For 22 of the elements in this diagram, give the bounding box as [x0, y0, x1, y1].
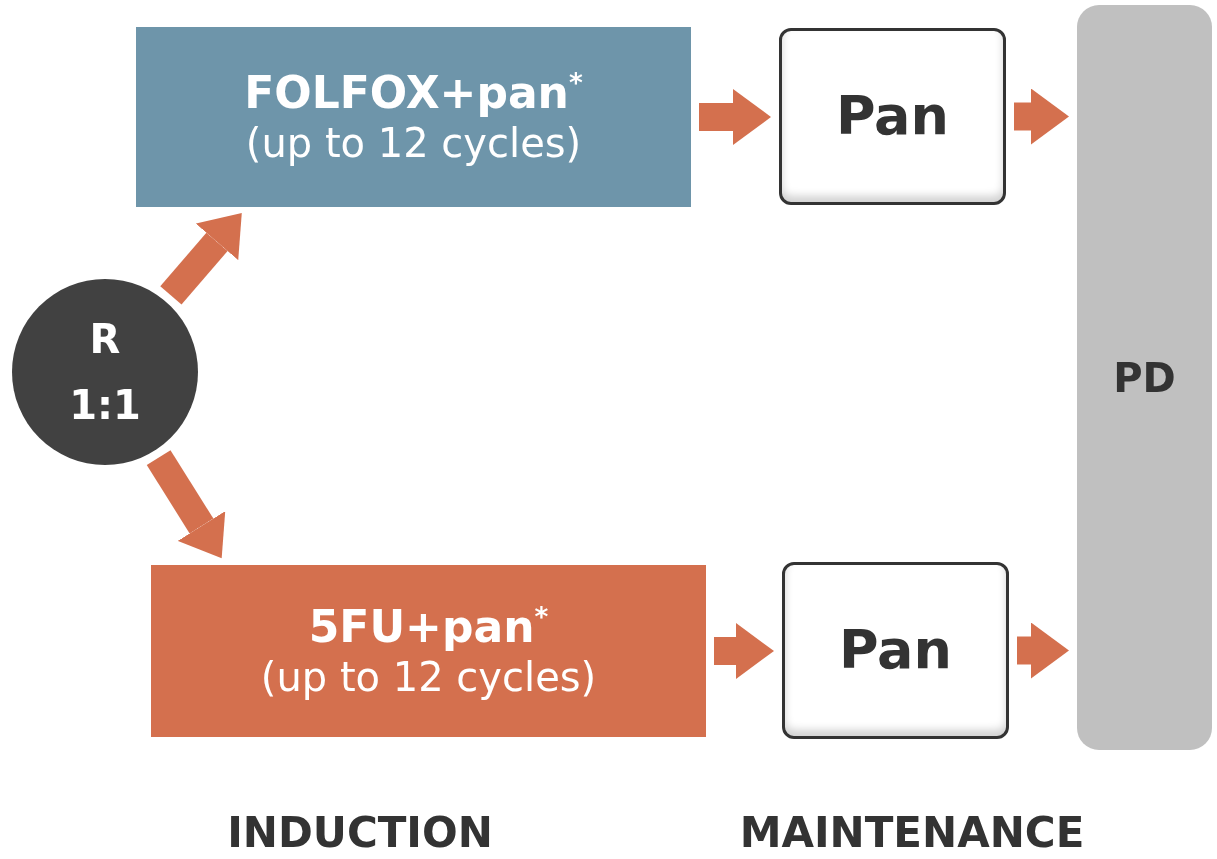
treatment-box: [151, 565, 706, 737]
node-text: PD: [1113, 353, 1176, 402]
cycle-note: (up to 12 cycles): [260, 653, 597, 702]
block-arrow: [146, 450, 226, 559]
phase-label: MAINTENANCE: [739, 808, 1085, 857]
regimen-title: FOLFOX+pan$^{*}$: [244, 66, 583, 120]
maintenance-box: [779, 28, 1006, 205]
node-text: R: [89, 315, 121, 363]
block-arrow: [1014, 88, 1069, 145]
node-text: 1:1: [69, 381, 141, 429]
regimen-title: 5FU+pan$^{*}$: [308, 600, 549, 654]
node-text: Pan: [836, 84, 949, 149]
maintenance-box: [782, 562, 1009, 739]
progression-bar: [1077, 5, 1212, 750]
block-arrow: [160, 213, 242, 305]
cycle-note: (up to 12 cycles): [245, 119, 582, 168]
phase-label: INDUCTION: [227, 808, 493, 857]
node-text: Pan: [839, 618, 952, 683]
block-arrow: [1017, 622, 1069, 679]
treatment-box: [136, 27, 691, 207]
block-arrow: [714, 623, 774, 679]
block-arrow: [699, 89, 771, 145]
